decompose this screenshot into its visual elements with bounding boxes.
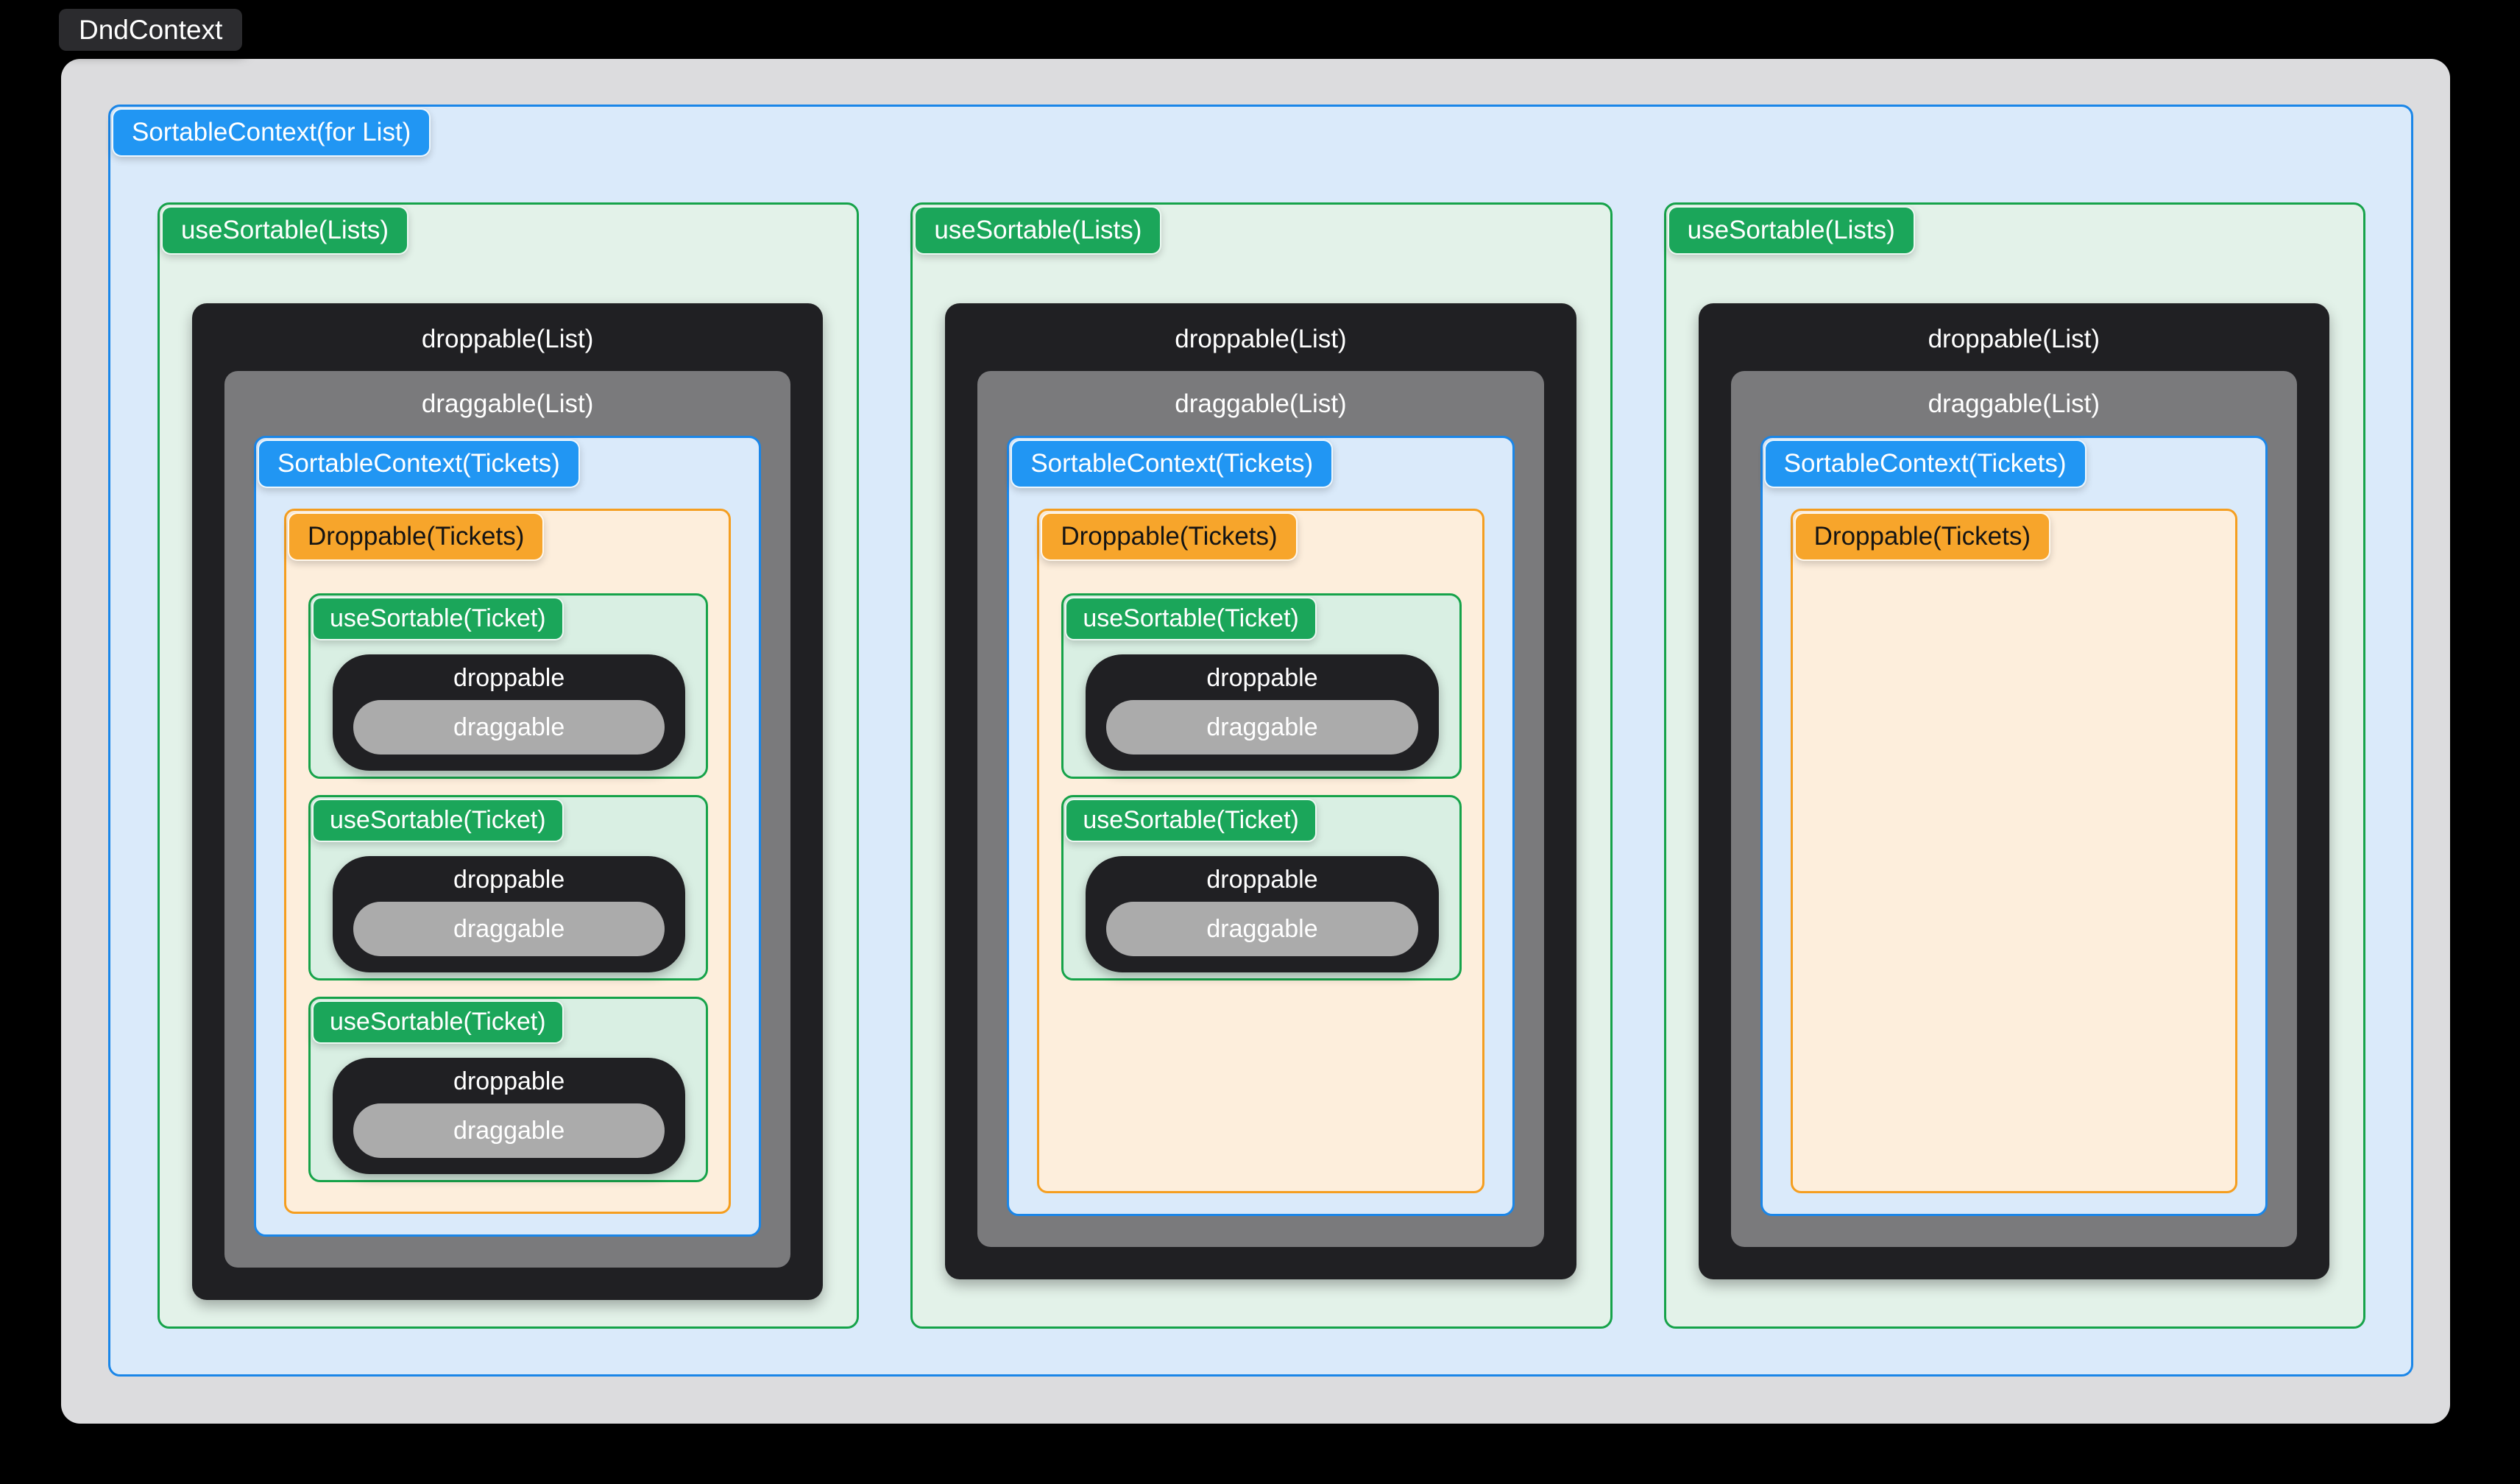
ticket-item: useSortable(Ticket) droppable draggable bbox=[308, 997, 709, 1182]
draggable-list-label: draggable(List) bbox=[1928, 389, 2100, 418]
use-sortable-ticket-badge: useSortable(Ticket) bbox=[312, 597, 564, 640]
droppable-list-box: droppable(List) draggable(List) Sortable… bbox=[192, 303, 824, 1300]
use-sortable-ticket-badge: useSortable(Ticket) bbox=[312, 799, 564, 842]
list-column: useSortable(Lists) droppable(List) dragg… bbox=[158, 202, 860, 1329]
droppable-tickets-container: Droppable(Tickets) useSortable(Ticket) d… bbox=[284, 509, 732, 1214]
ticket-draggable-pill: draggable bbox=[1106, 700, 1418, 755]
sortable-context-tickets-badge: SortableContext(Tickets) bbox=[258, 439, 580, 488]
ticket-draggable-pill: draggable bbox=[1106, 902, 1418, 957]
droppable-list-box: droppable(List) draggable(List) Sortable… bbox=[1698, 303, 2329, 1279]
sortable-context-tickets-container: SortableContext(Tickets) Droppable(Ticke… bbox=[1007, 436, 1515, 1216]
draggable-list-box: draggable(List) SortableContext(Tickets)… bbox=[224, 371, 791, 1268]
droppable-tickets-badge: Droppable(Tickets) bbox=[1041, 512, 1298, 561]
ticket-droppable-label: droppable bbox=[1206, 664, 1318, 692]
ticket-item: useSortable(Ticket) droppable draggable bbox=[308, 593, 709, 779]
use-sortable-lists-badge: useSortable(Lists) bbox=[1667, 206, 1915, 255]
ticket-droppable-box: droppable draggable bbox=[1086, 654, 1439, 771]
ticket-droppable-box: droppable draggable bbox=[333, 1058, 686, 1174]
droppable-list-label: droppable(List) bbox=[1928, 325, 2100, 353]
sortable-context-list-container: SortableContext(for List) useSortable(Li… bbox=[108, 105, 2413, 1377]
ticket-droppable-label: droppable bbox=[1206, 866, 1318, 894]
ticket-item: useSortable(Ticket) droppable draggable bbox=[1061, 593, 1462, 779]
droppable-tickets-container: Droppable(Tickets) useSortable(Ticket) d… bbox=[1037, 509, 1484, 1193]
ticket-droppable-label: droppable bbox=[453, 664, 565, 692]
list-column: useSortable(Lists) droppable(List) dragg… bbox=[1663, 202, 2365, 1329]
ticket-item: useSortable(Ticket) droppable draggable bbox=[308, 795, 709, 981]
list-column: useSortable(Lists) droppable(List) dragg… bbox=[910, 202, 1613, 1329]
draggable-list-box: draggable(List) SortableContext(Tickets)… bbox=[1730, 371, 2297, 1247]
ticket-droppable-box: droppable draggable bbox=[333, 654, 686, 771]
ticket-droppable-box: droppable draggable bbox=[333, 856, 686, 972]
use-sortable-lists-badge: useSortable(Lists) bbox=[914, 206, 1162, 255]
droppable-list-label: droppable(List) bbox=[1175, 325, 1347, 353]
use-sortable-ticket-badge: useSortable(Ticket) bbox=[1065, 799, 1317, 842]
dnd-context-container: SortableContext(for List) useSortable(Li… bbox=[61, 59, 2450, 1424]
use-sortable-ticket-badge: useSortable(Ticket) bbox=[312, 1000, 564, 1044]
ticket-droppable-box: droppable draggable bbox=[1086, 856, 1439, 972]
sortable-context-list-badge: SortableContext(for List) bbox=[112, 108, 431, 157]
sortable-context-tickets-container: SortableContext(Tickets) Droppable(Ticke… bbox=[1760, 436, 2268, 1216]
dnd-context-label: DndContext bbox=[59, 9, 243, 51]
ticket-draggable-pill: draggable bbox=[353, 700, 665, 755]
droppable-list-box: droppable(List) draggable(List) Sortable… bbox=[945, 303, 1576, 1279]
sortable-context-tickets-badge: SortableContext(Tickets) bbox=[1011, 439, 1334, 488]
droppable-tickets-badge: Droppable(Tickets) bbox=[288, 512, 545, 561]
ticket-draggable-pill: draggable bbox=[353, 1103, 665, 1159]
draggable-list-label: draggable(List) bbox=[421, 389, 594, 418]
droppable-tickets-container: Droppable(Tickets) bbox=[1790, 509, 2237, 1193]
droppable-tickets-badge: Droppable(Tickets) bbox=[1794, 512, 2051, 561]
draggable-list-box: draggable(List) SortableContext(Tickets)… bbox=[977, 371, 1544, 1247]
ticket-item: useSortable(Ticket) droppable draggable bbox=[1061, 795, 1462, 981]
use-sortable-lists-badge: useSortable(Lists) bbox=[161, 206, 409, 255]
lists-row: useSortable(Lists) droppable(List) dragg… bbox=[158, 202, 2365, 1329]
ticket-draggable-pill: draggable bbox=[353, 902, 665, 957]
draggable-list-label: draggable(List) bbox=[1175, 389, 1347, 418]
sortable-context-tickets-container: SortableContext(Tickets) Droppable(Ticke… bbox=[254, 436, 762, 1237]
ticket-droppable-label: droppable bbox=[453, 1067, 565, 1095]
droppable-list-label: droppable(List) bbox=[421, 325, 594, 353]
sortable-context-tickets-badge: SortableContext(Tickets) bbox=[1763, 439, 2087, 488]
use-sortable-ticket-badge: useSortable(Ticket) bbox=[1065, 597, 1317, 640]
ticket-droppable-label: droppable bbox=[453, 866, 565, 894]
